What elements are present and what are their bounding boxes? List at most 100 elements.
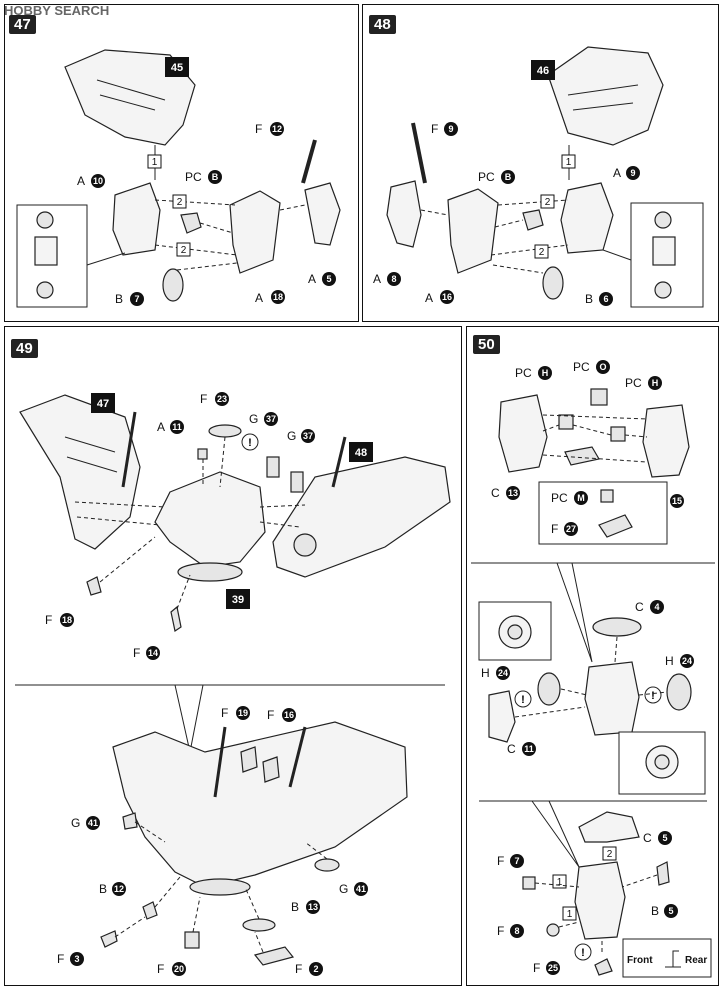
part-number: 18 [273,292,283,302]
wing-assembly-46 [547,46,664,146]
part-number: 9 [630,168,635,178]
part-number: 11 [172,422,182,432]
part-number: 12 [114,884,124,894]
part-f3 [100,930,118,948]
part-number: 23 [217,394,227,404]
part-47: 47 [97,398,109,410]
part-h24 [537,672,561,706]
part-letter: H [542,368,549,378]
label-b: B [651,904,659,918]
part-h24 [666,673,692,711]
part-c11 [488,690,516,743]
label-f: F [295,962,302,976]
order-2: 2 [607,849,613,860]
part-a9 [560,182,614,254]
step-47-diagram: 45 1 A 10 PC B A 18 F 12 A 5 B 7 [16,49,341,308]
step-50-diagram: PC H PC O PC H C 13 C 15 PC M F 27 C [471,360,715,978]
part-number: 3 [74,954,79,964]
part-f20 [184,931,200,949]
part-number: 25 [548,963,558,973]
polycap-h [610,426,626,442]
label-h: H [481,666,490,680]
part-a11 [197,448,208,460]
part-number: 13 [308,902,318,912]
step-number: 47 [9,15,36,34]
part-f14 [170,605,182,632]
wing-assembly-48 [272,456,451,578]
part-number: 15 [672,496,682,506]
part-letter: B [212,172,219,182]
order-2: 2 [177,197,183,208]
part-c13 [498,394,548,473]
warning-mark: ! [651,690,655,702]
label-f: F [45,613,52,627]
part-number: 5 [326,274,331,284]
part-number: 8 [514,926,519,936]
part-b5 [656,861,670,886]
part-c15 [642,404,690,478]
part-a8 [386,180,422,248]
step-number: 49 [11,339,38,358]
part-number: 10 [93,176,103,186]
wing-assembly-47 [19,394,141,550]
step-48-diagram: 46 1 A 9 PC B A 16 F 9 A 8 B 6 2 [373,46,704,308]
label-a: A [373,272,381,286]
label-c: C [491,486,500,500]
part-a5 [304,182,341,246]
label-f: F [497,854,504,868]
part-letter: O [599,362,606,372]
part-g41 [314,858,340,872]
part-f27 [598,514,633,538]
warning-icon [241,433,259,451]
part-g37 [290,471,304,493]
part-f8 [546,923,560,937]
part-number: 16 [284,710,294,720]
label-g: G [71,816,80,830]
part-number: 7 [134,294,139,304]
part-f2 [253,946,295,966]
part-number: 6 [603,294,608,304]
label-a: A [308,272,316,286]
part-39: 39 [232,594,244,606]
part-f7 [522,876,536,890]
part-number: 12 [272,124,282,134]
rear-label: Rear [685,955,707,966]
label-pc: PC [625,376,642,390]
label-f: F [157,962,164,976]
part-g37 [266,456,280,478]
part-number: 24 [682,656,692,666]
part-b6 [542,266,564,300]
label-f: F [133,646,140,660]
part-number: 5 [662,833,667,843]
label-f: F [431,122,438,136]
order-1: 1 [152,157,158,168]
part-number: 41 [88,818,98,828]
label-b: B [115,292,123,306]
part-a10 [112,182,161,256]
part-f19 [240,746,258,773]
part-number: 37 [266,414,276,424]
orientation-legend [622,938,712,978]
label-g: G [249,412,258,426]
label-f: F [57,952,64,966]
assembled-body [112,721,408,888]
label-c: C [643,831,652,845]
label-f: F [533,961,540,975]
order-2: 2 [181,245,187,256]
label-pc: PC [573,360,590,374]
part-number: 11 [524,744,534,754]
label-f: F [267,708,274,722]
part-f23 [208,424,242,438]
label-f: F [497,924,504,938]
label-pc: PC [478,170,495,184]
part-48: 48 [355,447,367,459]
part-number: 27 [566,524,576,534]
part-number: 2 [313,964,318,974]
polycap-b [522,209,544,231]
label-pc: PC [185,170,202,184]
warning-mark: ! [521,694,525,706]
part-b7 [162,268,184,302]
part-number: 20 [174,964,184,974]
body-assembly-39 [154,471,266,568]
label-a: A [425,291,433,305]
